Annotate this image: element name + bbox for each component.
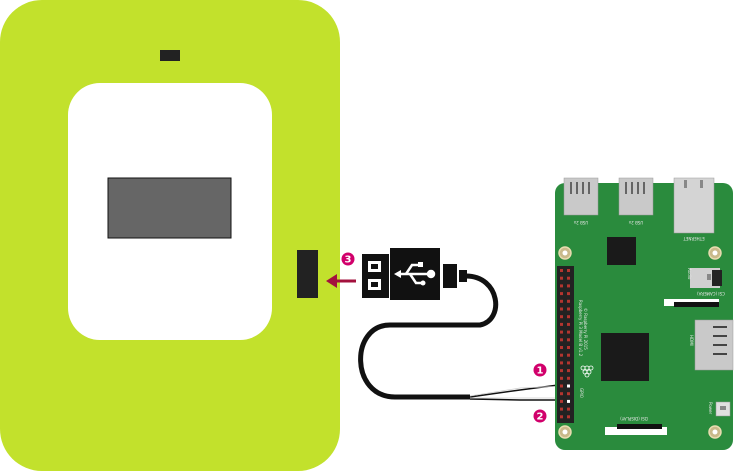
gpio-pin: [560, 330, 563, 334]
wire-2: [469, 398, 566, 401]
gpio-pin: [560, 353, 563, 357]
gpio-pins: [560, 269, 570, 419]
hdmi-port: HDMI: [689, 319, 734, 371]
device-indicator: [160, 50, 180, 61]
copyright-label: © Raspberry Pi 2015: [583, 308, 588, 350]
dsi-label: DSI (DISPLAY): [620, 416, 648, 421]
dsi-connector: DSI (DISPLAY): [605, 416, 667, 435]
chip-usb-controller: [607, 237, 636, 265]
badge-2-label: 2: [537, 412, 544, 423]
gpio-pin: [560, 392, 563, 396]
gpio-pin: [567, 299, 570, 303]
hdmi-label: HDMI: [689, 335, 694, 346]
usb-plug-tip: [362, 254, 389, 298]
gpio-pin: [567, 376, 570, 380]
gpio-pin: [560, 346, 563, 349]
usb-left-label: USB 2x: [573, 220, 588, 225]
gpio-pin: [567, 276, 570, 280]
gpio-pin: [560, 315, 563, 319]
device-screen: [107, 177, 232, 239]
audio-label: Audio: [687, 268, 692, 280]
chip-soc: [601, 333, 649, 381]
gpio-pin: [560, 292, 563, 296]
gpio-label: GPIO: [579, 388, 584, 398]
gpio-pin: [560, 269, 563, 272]
gpio-pin: [560, 415, 563, 419]
model-label: Raspberry Pi 3 Model B v1.2: [578, 300, 583, 357]
usb-cable: [358, 273, 499, 400]
gpio-pin: [567, 407, 570, 411]
power-port: Power: [708, 401, 731, 417]
badge-1: 1: [533, 363, 547, 377]
badge-3: 3: [341, 252, 355, 266]
gpio-pin: [567, 369, 570, 373]
badge-2: 2: [533, 409, 547, 423]
raspberry-logo-icon: [580, 365, 594, 378]
gpio-pin: [560, 369, 563, 373]
gpio-pin: [560, 276, 563, 280]
gpio-pin: [567, 361, 570, 365]
audio-jack: Audio: [687, 268, 722, 288]
gpio-pin: [560, 299, 563, 303]
device: [0, 0, 340, 471]
gpio-pin: [567, 269, 570, 272]
gpio-pin: [567, 315, 570, 319]
gpio-pin: [560, 338, 563, 342]
gpio-pin: [567, 399, 570, 403]
gpio-pin: [567, 322, 570, 326]
arrow-icon: [326, 274, 356, 288]
gpio-pin: [560, 407, 563, 411]
badge-3-label: 3: [345, 255, 352, 266]
gpio-pin: [560, 376, 563, 380]
csi-connector: CSI (CAMERA): [664, 291, 725, 307]
badge-1-label: 1: [537, 366, 544, 377]
gpio-pin: [567, 284, 570, 288]
usb-port-icon: [297, 250, 318, 298]
gpio-header: [557, 266, 574, 423]
gpio-pin: [567, 415, 570, 419]
raspberry-pi-board: USB 2x USB 2x ETHERNET GPIO Raspberry Pi…: [555, 177, 734, 450]
usb-right-label: USB 2x: [628, 220, 643, 225]
gpio-pin: [560, 322, 563, 326]
ethernet-port: ETHERNET: [673, 177, 715, 241]
usb-port-right: USB 2x: [618, 177, 654, 225]
gpio-pin: [567, 330, 570, 334]
csi-label: CSI (CAMERA): [697, 291, 725, 296]
gpio-pin: [560, 284, 563, 288]
power-label: Power: [708, 402, 713, 414]
ethernet-label: ETHERNET: [683, 236, 705, 241]
gpio-pin: [567, 392, 570, 396]
gpio-pin: [567, 338, 570, 342]
gpio-pin: [560, 361, 563, 365]
wire-1: [469, 383, 567, 398]
gpio-pin: [567, 307, 570, 311]
gpio-pin: [567, 384, 570, 388]
gpio-pin: [560, 384, 563, 388]
gpio-pin: [567, 353, 570, 357]
gpio-pin: [560, 399, 563, 403]
usb-symbol-icon: [394, 262, 436, 286]
gpio-pin: [567, 346, 570, 349]
usb-port-left: USB 2x: [563, 177, 599, 225]
gpio-pin: [567, 292, 570, 296]
wire-1-highlight: [469, 385, 567, 397]
usb-plug: [362, 248, 467, 300]
gpio-pin: [560, 307, 563, 311]
